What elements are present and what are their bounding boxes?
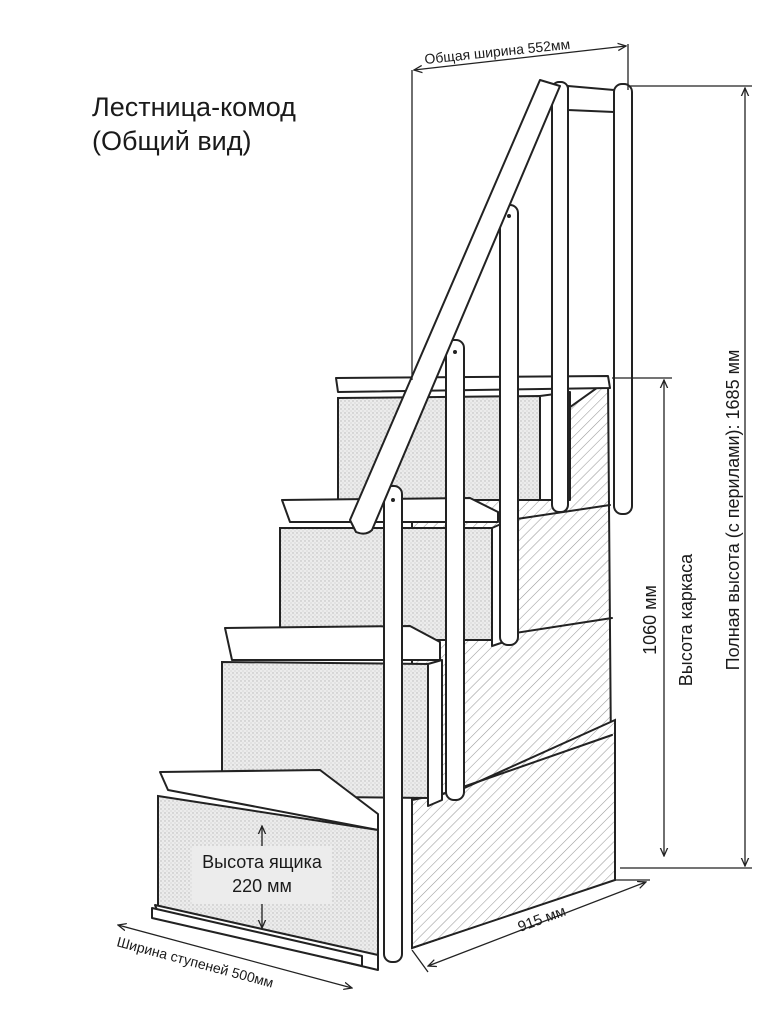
handrail xyxy=(349,79,561,535)
dim-full-height: Полная высота (с перилами): 1685 мм xyxy=(620,85,752,869)
post-4a xyxy=(551,81,569,513)
posts xyxy=(383,81,633,963)
full-height-label: Полная высота (с перилами): 1685 мм xyxy=(723,350,743,671)
drawer-height-line-2: 220 мм xyxy=(232,876,292,896)
title-line-1: Лестница-комод xyxy=(92,92,296,122)
post-3 xyxy=(499,204,519,646)
top-crossbar xyxy=(567,85,615,113)
step-width-label: Ширина ступеней 500мм xyxy=(115,933,275,990)
front-post xyxy=(383,485,403,963)
dim-frame-height: 1060 мм Высота каркаса xyxy=(612,377,696,856)
frame-height-label: Высота каркаса xyxy=(676,553,696,686)
drawer-height-line-1: Высота ящика xyxy=(202,852,323,872)
frame-height-value: 1060 мм xyxy=(640,585,660,655)
overall-width-label: Общая ширина 552мм xyxy=(424,36,571,67)
post-2 xyxy=(445,339,465,801)
dim-drawer-height: Высота ящика 220 мм xyxy=(192,826,332,928)
title-line-2: (Общий вид) xyxy=(92,126,252,156)
post-4b xyxy=(613,83,633,515)
diagram-title: Лестница-комод (Общий вид) xyxy=(92,90,296,158)
